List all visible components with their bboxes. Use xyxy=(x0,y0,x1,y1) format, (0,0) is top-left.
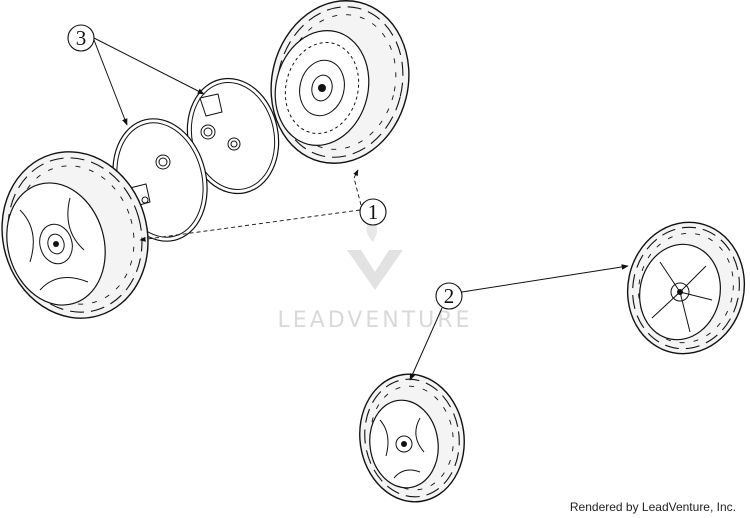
wheel-right-rear xyxy=(626,221,746,355)
callout-3-label: 3 xyxy=(76,26,87,50)
footer-credit: Rendered by LeadVenture, Inc. xyxy=(569,500,736,514)
callout-2-label: 2 xyxy=(444,284,455,308)
watermark: LEADVENTURE xyxy=(278,216,473,333)
callout-1: 1 xyxy=(139,169,387,242)
wheel-bottom-front xyxy=(359,373,465,503)
callout-2: 2 xyxy=(409,264,629,381)
callout-3: 3 xyxy=(67,24,205,126)
leadventure-logo-icon xyxy=(347,216,403,290)
wheel-left-front xyxy=(1,151,149,319)
wheel-upper-rear xyxy=(270,0,410,164)
watermark-text: LEADVENTURE xyxy=(278,308,473,333)
callout-1-label: 1 xyxy=(368,200,379,224)
